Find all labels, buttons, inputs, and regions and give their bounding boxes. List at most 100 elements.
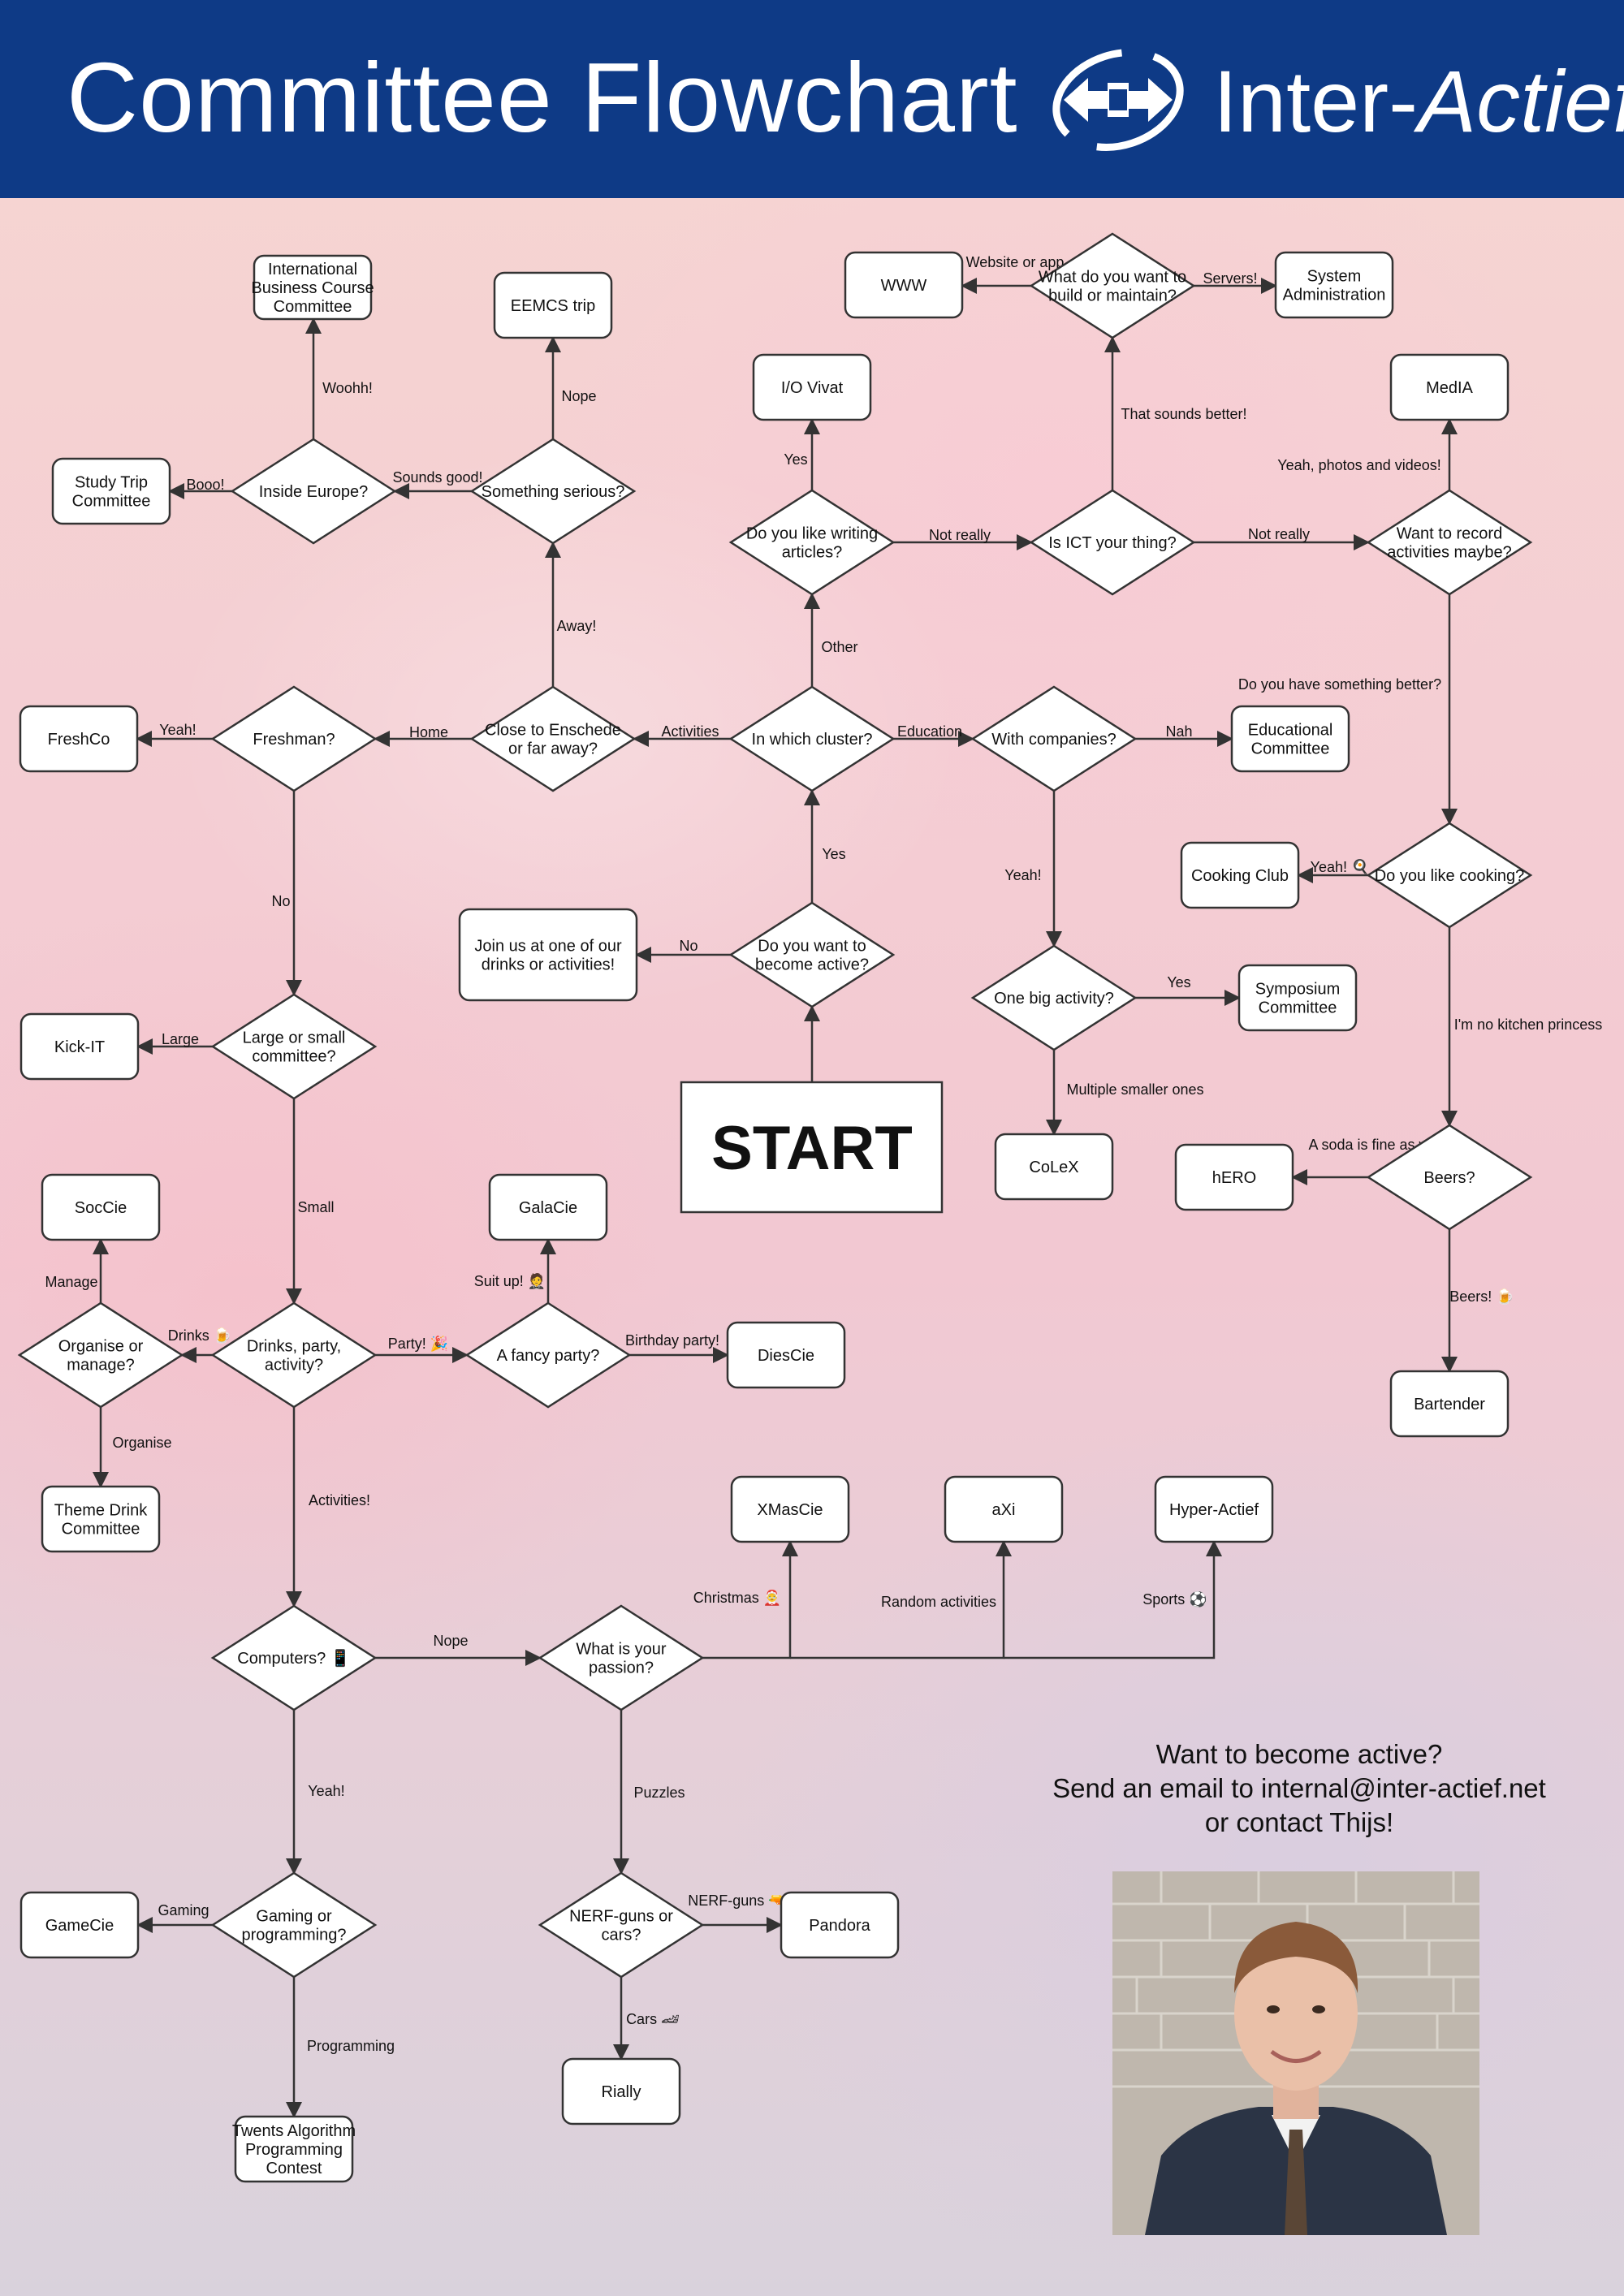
decision-computers	[210, 1604, 378, 1711]
node-xmascie	[730, 1475, 850, 1543]
edge-label: Large	[162, 1031, 199, 1047]
node-label: Want to record	[1397, 525, 1502, 543]
node-hyperactief	[1154, 1475, 1274, 1543]
edge-label: Yeah!	[159, 722, 196, 738]
node-gamecie	[19, 1891, 140, 1959]
node-axi	[944, 1475, 1064, 1543]
edge-label: No	[271, 893, 290, 909]
decision-nerf	[538, 1871, 705, 1979]
page-title: Committee Flowchart	[67, 42, 1018, 153]
node-label: activity?	[265, 1357, 323, 1375]
edge-label: Nope	[433, 1633, 468, 1649]
node-label: Do you like writing	[746, 525, 878, 543]
brand-main: Inter-	[1213, 52, 1419, 150]
node-label: Do you like cooking?	[1375, 867, 1525, 885]
node-label: With companies?	[991, 731, 1116, 749]
edge-label: That sounds better!	[1121, 406, 1246, 422]
node-bartender	[1389, 1370, 1510, 1438]
edge-label: Organise	[112, 1435, 171, 1451]
node-label: Inside Europe?	[259, 483, 369, 501]
node-soccie	[41, 1173, 161, 1241]
node-label: System	[1307, 268, 1362, 286]
brand-name: Inter-Actief	[1213, 50, 1624, 152]
node-joinus	[458, 908, 638, 1002]
decision-something_serious	[469, 438, 637, 545]
node-label: hERO	[1212, 1169, 1256, 1187]
node-label: Pandora	[809, 1917, 870, 1935]
contact-line-1: Want to become active?	[1155, 1739, 1443, 1769]
node-label: Gaming or	[256, 1908, 332, 1926]
node-label: drinks or activities!	[482, 956, 615, 974]
decision-enschede	[469, 685, 637, 792]
node-label: Programming	[245, 2141, 343, 2159]
start-node	[680, 1081, 944, 1214]
node-label: committee?	[252, 1048, 335, 1066]
node-label: Freshman?	[253, 731, 335, 749]
node-sysadmin	[1274, 251, 1394, 319]
decision-ict	[1029, 489, 1196, 596]
node-label: XMasCie	[757, 1501, 823, 1519]
node-label: EEMCS trip	[511, 297, 595, 315]
node-label: What is your	[576, 1641, 666, 1659]
edge-label: Suit up! 🤵	[474, 1272, 546, 1289]
edge-label: Do you have something better?	[1238, 676, 1441, 693]
node-label: WWW	[881, 277, 927, 295]
node-label: Committee	[274, 298, 352, 316]
decision-gaming	[210, 1871, 378, 1979]
node-label: build or maintain?	[1048, 287, 1177, 305]
decision-record	[1366, 489, 1533, 596]
node-symposium	[1237, 964, 1358, 1032]
node-label: Do you want to	[758, 938, 866, 956]
node-eemcs	[493, 271, 613, 339]
node-media	[1389, 353, 1510, 421]
edge-label: Nah	[1165, 723, 1192, 740]
contact-photo	[1112, 1871, 1479, 2235]
edge-label: Nope	[561, 388, 596, 404]
node-label: Drinks, party,	[247, 1338, 341, 1356]
edge-label: Programming	[307, 2038, 395, 2054]
edge-label: Yes	[784, 451, 807, 468]
decision-writing	[728, 489, 896, 596]
node-iovivat	[752, 353, 872, 421]
decision-companies	[970, 685, 1138, 792]
edge-label: No	[679, 938, 698, 954]
node-label: International	[268, 261, 357, 278]
edge-label: Drinks 🍺	[168, 1327, 231, 1344]
node-label: or far away?	[508, 740, 598, 758]
edge-sports	[1004, 1540, 1222, 1659]
node-label: Committee	[1251, 740, 1330, 758]
node-colex	[994, 1133, 1114, 1201]
node-label: Organise or	[58, 1338, 144, 1356]
start-label: START	[711, 1114, 913, 1183]
node-label: Beers?	[1423, 1169, 1475, 1187]
node-label: activities maybe?	[1387, 544, 1511, 562]
node-label: In which cluster?	[752, 731, 873, 749]
contact-line-2[interactable]: Send an email to internal@inter-actief.n…	[1052, 1773, 1546, 1803]
decision-fancy_party	[464, 1301, 632, 1409]
node-label: Contest	[266, 2160, 322, 2177]
node-label: GameCie	[45, 1917, 114, 1935]
node-galacie	[488, 1173, 608, 1241]
edge-label: Yes	[1167, 974, 1190, 990]
node-tapc	[234, 2115, 354, 2183]
edge-label: Website or app	[966, 254, 1065, 270]
edge-label: Puzzles	[633, 1785, 685, 1801]
header-banner: Committee Flowchart Inter-Actief	[0, 0, 1624, 198]
node-label: programming?	[242, 1927, 347, 1944]
node-label: Study Trip	[75, 474, 148, 492]
edge-label: Christmas 🤶	[693, 1589, 781, 1606]
node-label: GalaCie	[519, 1199, 577, 1217]
brand-italic: Actief	[1418, 52, 1624, 150]
edge-label: Sports ⚽	[1142, 1590, 1207, 1608]
edge-label: Other	[821, 639, 857, 655]
edge-label: Cars 🏎	[626, 2011, 680, 2027]
decision-organise	[17, 1301, 184, 1409]
node-label: articles?	[782, 544, 842, 562]
node-label: Cooking Club	[1191, 867, 1289, 885]
contact-info: Want to become active? Send an email to …	[1023, 1737, 1575, 1840]
node-educational	[1230, 705, 1350, 773]
edge-label: Beers! 🍺	[1449, 1288, 1514, 1305]
node-label: Rially	[602, 2083, 641, 2101]
node-studytrip	[51, 457, 171, 525]
